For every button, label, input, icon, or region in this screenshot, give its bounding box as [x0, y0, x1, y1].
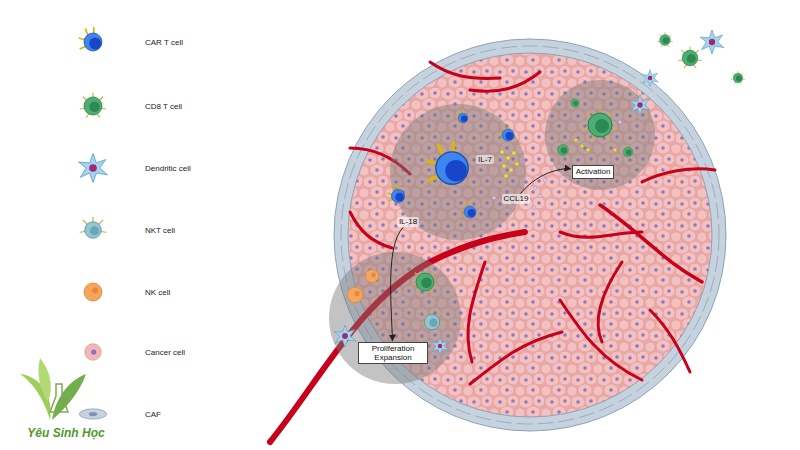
cytokine-dot	[502, 164, 506, 168]
blood-vessel	[270, 62, 715, 442]
blood-vessel	[650, 310, 690, 372]
legend-icon	[79, 409, 106, 419]
legend-label: CAF	[145, 410, 161, 419]
node-text: Activation	[576, 167, 611, 176]
legend-icon	[84, 283, 102, 301]
immune-cell	[679, 47, 701, 68]
cytokine-label: IL-7	[476, 155, 494, 164]
legend-label: CAR T cell	[145, 38, 183, 47]
arrow-connector	[521, 169, 571, 194]
legend-icon	[80, 93, 106, 117]
node-text: Proliferation Expansion	[362, 344, 424, 362]
niche-zone	[329, 252, 461, 384]
cytokine-dot	[586, 148, 590, 152]
immune-cell	[499, 126, 514, 142]
cytokine-dot	[574, 138, 578, 142]
immune-cell	[334, 30, 745, 354]
blood-vessel	[598, 262, 622, 342]
blood-vessel	[470, 332, 562, 384]
node-text: IL-18	[399, 217, 417, 226]
legend-label: Cancer cell	[145, 348, 185, 357]
niche-zone	[390, 104, 526, 240]
immune-cell	[420, 310, 444, 330]
stage-box: Activation	[572, 165, 615, 178]
cytokine-label: CCL19	[502, 194, 531, 203]
watermark: Yêu Sinh Học	[25, 426, 106, 440]
immune-cell	[555, 142, 570, 156]
blood-vessel	[642, 169, 715, 182]
legend-label: CD8 T cell	[145, 102, 182, 111]
node-text: CCL19	[504, 194, 529, 203]
immune-cell	[432, 338, 449, 355]
watermark-logo	[50, 384, 68, 412]
legend-icon	[80, 28, 103, 51]
cytokine-dot	[512, 151, 516, 155]
stage-box: Proliferation Expansion	[358, 342, 428, 364]
blood-vessel	[470, 72, 540, 91]
legend-icon	[80, 217, 106, 238]
immune-cell	[583, 108, 617, 140]
tumor	[348, 53, 712, 417]
cytokine-dot	[618, 120, 622, 124]
cytokine-dot	[533, 186, 537, 190]
cytokine-dot	[515, 162, 519, 166]
legend-icon	[85, 344, 102, 361]
cytokine-dot	[506, 156, 510, 160]
cytokine-dot	[504, 174, 508, 178]
watermark-logo	[52, 374, 86, 420]
niche-zone	[329, 80, 655, 384]
watermark-logo	[20, 358, 86, 420]
cytokine-dot	[492, 196, 496, 200]
cytokine-dot	[538, 194, 542, 198]
immune-cell	[461, 203, 476, 219]
legend-icon	[79, 28, 108, 419]
blood-vessel	[270, 232, 525, 442]
immune-cell	[630, 95, 650, 115]
immune-cell	[412, 269, 438, 293]
immune-cell	[642, 70, 659, 87]
blood-vessel	[560, 232, 642, 237]
watermark-logo	[38, 358, 50, 402]
cytokine-label: IL-18	[397, 217, 419, 226]
legend-label: Dendritic cell	[145, 164, 191, 173]
immune-cell	[388, 186, 405, 203]
legend-icon	[79, 154, 108, 183]
cytokine-dot	[509, 168, 513, 172]
cytokine-dot	[500, 150, 504, 154]
immune-cell	[657, 32, 672, 46]
immune-cell	[569, 97, 581, 108]
cytokine-dot	[500, 138, 617, 178]
immune-cell	[347, 287, 363, 303]
immune-cell	[456, 110, 468, 122]
immune-cell	[334, 325, 356, 347]
immune-cell	[700, 30, 724, 54]
blood-vessel	[350, 212, 392, 248]
cytokine-dot	[532, 206, 536, 210]
blood-vessel	[468, 262, 485, 362]
immune-cell	[621, 145, 635, 158]
legend-label: NK cell	[145, 288, 170, 297]
niche-zone	[545, 80, 655, 190]
cytokine-dot	[613, 148, 617, 152]
cytokine-dot	[580, 144, 584, 148]
arrow-connector	[391, 228, 403, 341]
blood-vessel	[430, 62, 500, 78]
legend-label: NKT cell	[145, 226, 175, 235]
immune-cell	[428, 142, 469, 184]
cytokine-dot	[543, 178, 547, 182]
immune-cell	[365, 269, 378, 282]
immune-cell	[731, 71, 745, 84]
